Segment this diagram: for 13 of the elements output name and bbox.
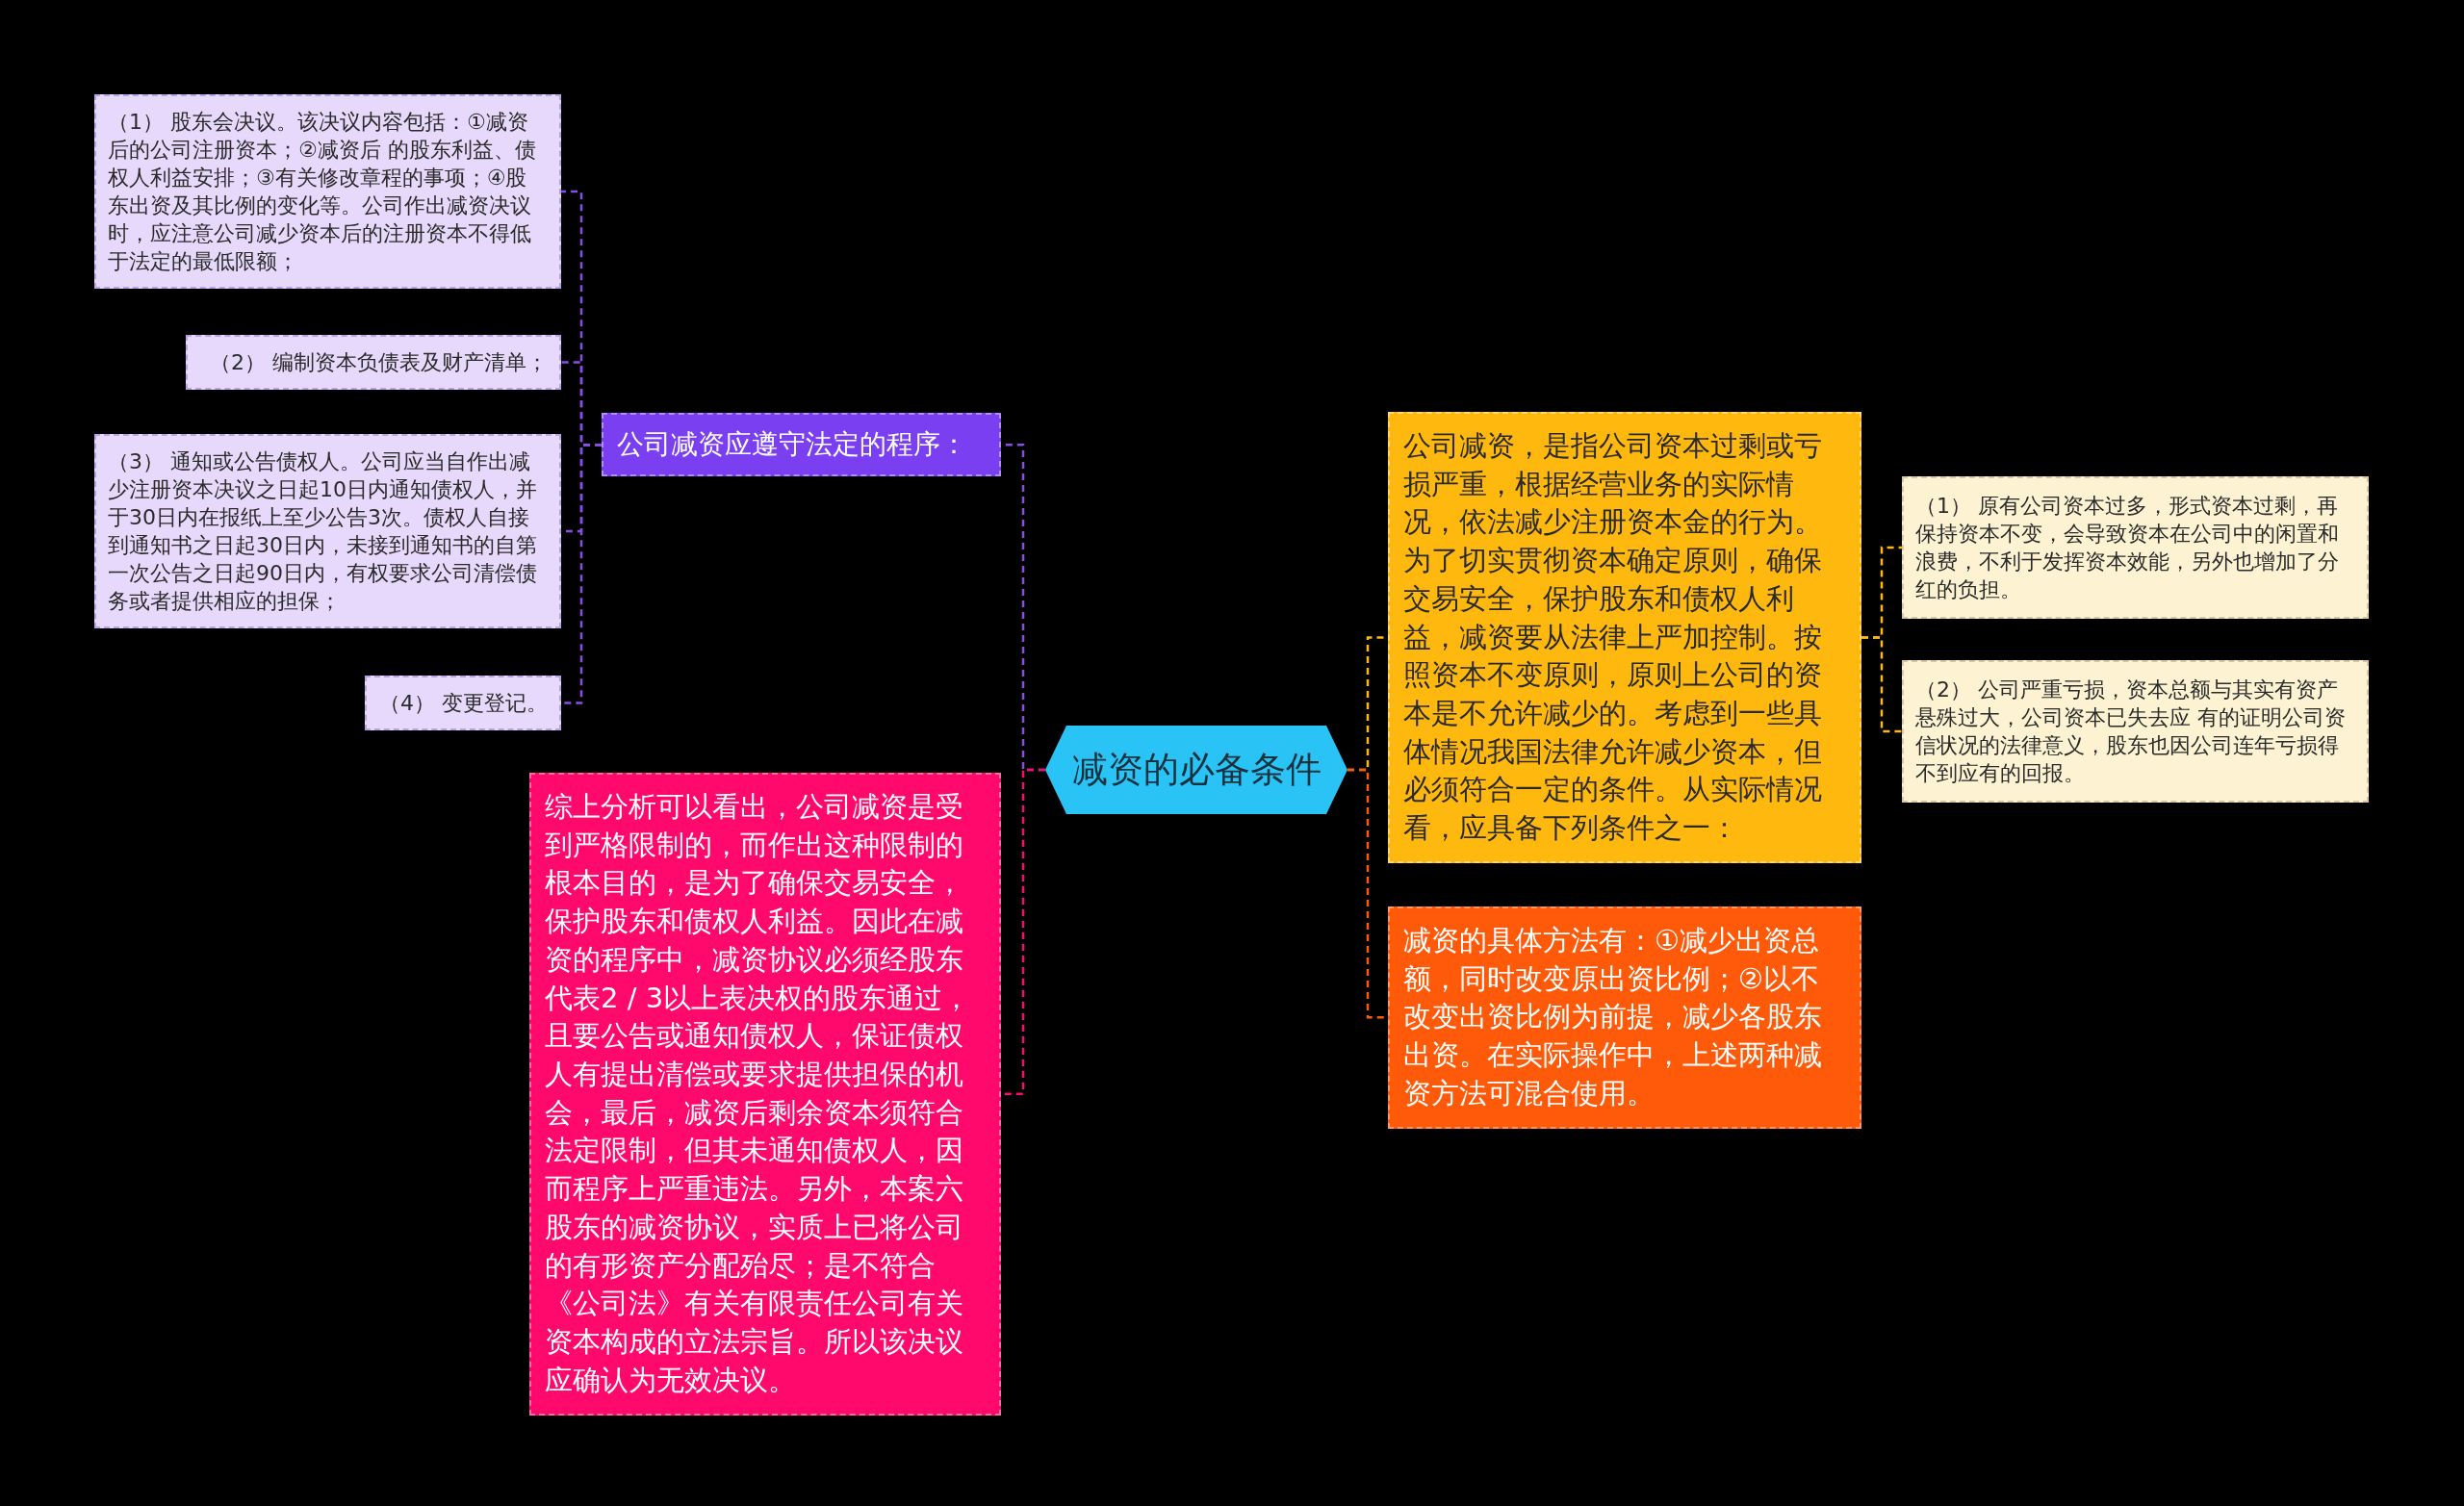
- connector-line: [561, 443, 602, 704]
- topic-box: 公司减资应遵守法定的程序：: [602, 413, 1001, 477]
- subtopic-box: （1） 原有公司资本过多，形式资本过剩，再保持资本不变，会导致资本在公司中的闲置和浪费，不利于发挥资本效能，另外也增加了分红的负担。: [1902, 476, 2369, 620]
- subtopic-box: （4） 变更登记。: [365, 676, 561, 731]
- subtopic-box: （2） 公司严重亏损，资本总额与其实有资产悬殊过大，公司资本已失去应 有的证明公司资信状况的法律意义，股东也因公司连年亏损得不到应有的回报。: [1902, 660, 2369, 804]
- subtopic-box: （3） 通知或公告债权人。公司应当自作出减少注册资本决议之日起10日内通知债权人，并于30日内在报纸上至少公告3次。债权人自接到通知书之日起30日内，未接到通知书的自第一次公告之日起90日内，有权要求公司清偿债务或者提供相应的担保；: [94, 434, 561, 629]
- central-topic-hexagon: 减资的必备条件: [1045, 726, 1348, 814]
- topic-box: 综上分析可以看出，公司减资是受到严格限制的，而作出这种限制的根本目的，是为了确保交易安全，保护股东和债权人利益。因此在减资的程序中，减资协议必须经股东代表2 / 3以上表决权的股东通过，且要公告或通知债权人，保证债权人有提出清偿或要求提供担保的机会，最后，减资后剩余资本须符合法定限制，但其未通知债权人，因而程序上严重违法。另外，本案六股东的减资协议，实质上已将公司的有形资产分配殆尽；是不符合《公司法》有关有限责任公司有关资本构成的立法宗旨。所以该决议应确认为无效决议。: [529, 773, 1001, 1416]
- topic-box: 减资的具体方法有：①减少出资总额，同时改变原出资比例；②以不改变出资比例为前提，减少各股东出资。在实际操作中，上述两种减资方法可混合使用。: [1388, 906, 1861, 1129]
- subtopic-box: （1） 股东会决议。该决议内容包括：①减资后的公司注册资本；②减资后 的股东利益、债权人利益安排；③有关修改章程的事项；④股东出资及其比例的变化等。公司作出减资决议时，应注意公司减少资本后的注册资本不得低于法定的最低限额；: [94, 94, 561, 290]
- subtopic-box: （2） 编制资本负债表及财产清单；: [186, 335, 561, 391]
- topic-box: 公司减资，是指公司资本过剩或亏损严重，根据经营业务的实际情况，依法减少注册资本金的行为。为了切实贯彻资本确定原则，确保交易安全，保护股东和债权人利益，减资要从法律上严加控制。按照资本不变原则，原则上公司的资本是不允许减少的。考虑到一些具体情况我国法律允许减少资本，但必须符合一定的条件。从实际情况看，应具备下列条件之一：: [1388, 412, 1861, 863]
- connector-line: [1861, 636, 1902, 733]
